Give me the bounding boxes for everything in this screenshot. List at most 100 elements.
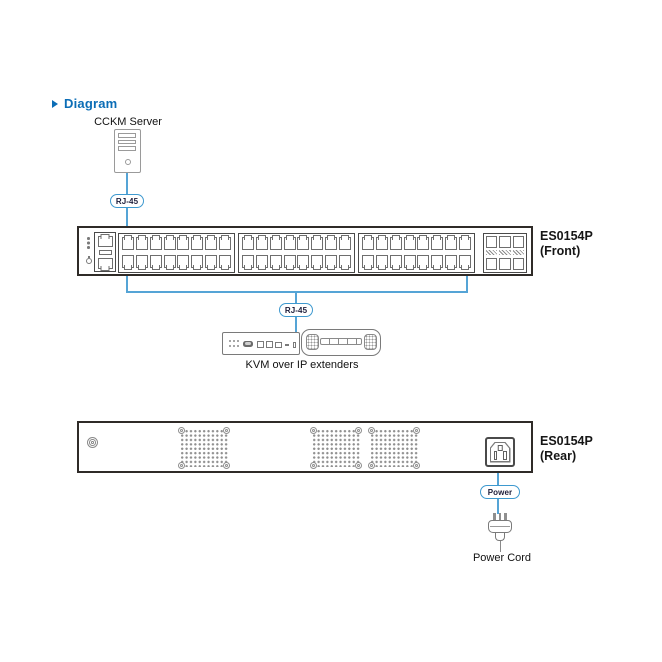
fan-screw-icon: [223, 427, 230, 434]
power-cord-label: Power Cord: [472, 552, 532, 564]
usb-symbol-icon: [87, 237, 90, 240]
rj45-port: [121, 255, 134, 268]
fan-grille-icon: [178, 427, 230, 469]
kvm-extender-unit-icon: [222, 332, 300, 355]
extender-port-icon: [257, 341, 264, 348]
power-inlet-icon: [485, 437, 515, 467]
extender-port-icon: [292, 341, 296, 348]
fan-grille-icon: [368, 427, 420, 469]
power-cable-line: [499, 540, 502, 552]
fan-screw-icon: [413, 427, 420, 434]
rj45-port: [205, 237, 218, 250]
extender-vga-port-icon: [243, 341, 253, 347]
sfp-slot-column: [486, 235, 498, 270]
rj45-port: [163, 237, 176, 250]
rj45-port: [205, 255, 218, 268]
rj45-port: [361, 237, 374, 250]
rj45-badge-top-label: RJ-45: [115, 196, 139, 206]
rj45-port: [403, 237, 416, 250]
rj45-port: [191, 255, 204, 268]
rj45-port: [149, 237, 162, 250]
extender-body-bar: [320, 338, 362, 345]
rj45-port: [431, 255, 444, 268]
rj45-port: [135, 255, 148, 268]
power-inlet-pin: [493, 450, 497, 460]
rj45-port: [459, 255, 472, 268]
rj45-port: [403, 255, 416, 268]
fan-grille-icon: [310, 427, 362, 469]
sfp-slot: [512, 235, 524, 248]
rj45-port: [163, 255, 176, 268]
extender-port-icon: [284, 343, 289, 346]
rear-panel-view: (Rear): [540, 449, 577, 463]
cable-switch-left-drop: [126, 274, 128, 293]
fan-screw-icon: [368, 427, 375, 434]
extender-grip-icon: [363, 334, 377, 350]
rj45-port: [297, 255, 310, 268]
rj45-port: [375, 255, 388, 268]
rj45-port: [297, 237, 310, 250]
rj45-port: [135, 237, 148, 250]
server-bay-slot: [118, 146, 136, 151]
rj45-port: [191, 237, 204, 250]
cable-switch-right-drop: [466, 274, 468, 293]
rj45-port: [325, 237, 338, 250]
extender-grip-icon: [305, 334, 319, 350]
sfp-slot: [512, 257, 524, 270]
rj45-port: [459, 237, 472, 250]
extender-led-dots: [229, 340, 231, 342]
rj45-port: [445, 237, 458, 250]
extender-port-icon: [266, 341, 273, 348]
rear-panel-model: ES0154P: [540, 434, 593, 448]
rj45-port: [283, 255, 296, 268]
rj45-port: [445, 255, 458, 268]
rj45-port-groups: [118, 232, 475, 273]
front-panel-model: ES0154P: [540, 229, 593, 243]
bullet-arrow-icon: [52, 99, 58, 108]
rj45-port: [121, 237, 134, 250]
rj45-port: [219, 237, 232, 250]
console-rj45-port: [97, 257, 113, 269]
sfp-slot-block: [483, 232, 527, 273]
server-bay-slot: [118, 139, 136, 144]
rj45-badge-top: RJ-45: [110, 194, 144, 208]
cable-horizontal-bus: [126, 291, 468, 293]
rj45-badge-middle: RJ-45: [279, 303, 313, 317]
console-port-stack: [94, 232, 116, 272]
rj45-port: [389, 237, 402, 250]
rj45-port: [361, 255, 374, 268]
rj45-port: [417, 255, 430, 268]
kvm-extender-unit2-icon: [301, 329, 381, 356]
diagram-heading: Diagram: [52, 96, 117, 111]
power-inlet-pin: [497, 444, 503, 451]
plug-prong-icon: [498, 512, 502, 521]
rj45-port: [325, 255, 338, 268]
rj45-port: [241, 237, 254, 250]
power-inlet-pin: [503, 450, 507, 460]
fan-screw-icon: [368, 462, 375, 469]
rj45-port: [219, 255, 232, 268]
fan-screw-icon: [355, 427, 362, 434]
rj45-port-group: [358, 232, 475, 273]
server-power-button-icon: [125, 159, 131, 165]
power-plug-icon: [488, 520, 512, 533]
switch-rear-panel: [77, 421, 533, 473]
sfp-slot-column: [512, 235, 524, 270]
diagram-heading-label: Diagram: [64, 96, 118, 111]
rj45-port: [431, 237, 444, 250]
front-panel-view: (Front): [540, 244, 581, 258]
rj45-port: [269, 255, 282, 268]
rj45-port: [389, 255, 402, 268]
fan-screw-icon: [310, 427, 317, 434]
sfp-slot: [486, 257, 498, 270]
sfp-latch-hatch: [486, 250, 498, 255]
rj45-port: [255, 237, 268, 250]
sfp-latch-hatch: [512, 250, 524, 255]
server-bay-slot: [118, 133, 136, 138]
front-panel-label: ES0154P (Front): [540, 229, 593, 259]
plug-prong-icon: [504, 512, 507, 521]
power-badge: Power: [480, 485, 520, 499]
fan-screw-icon: [178, 427, 185, 434]
rj45-port: [311, 255, 324, 268]
rj45-badge-middle-label: RJ-45: [284, 305, 308, 315]
